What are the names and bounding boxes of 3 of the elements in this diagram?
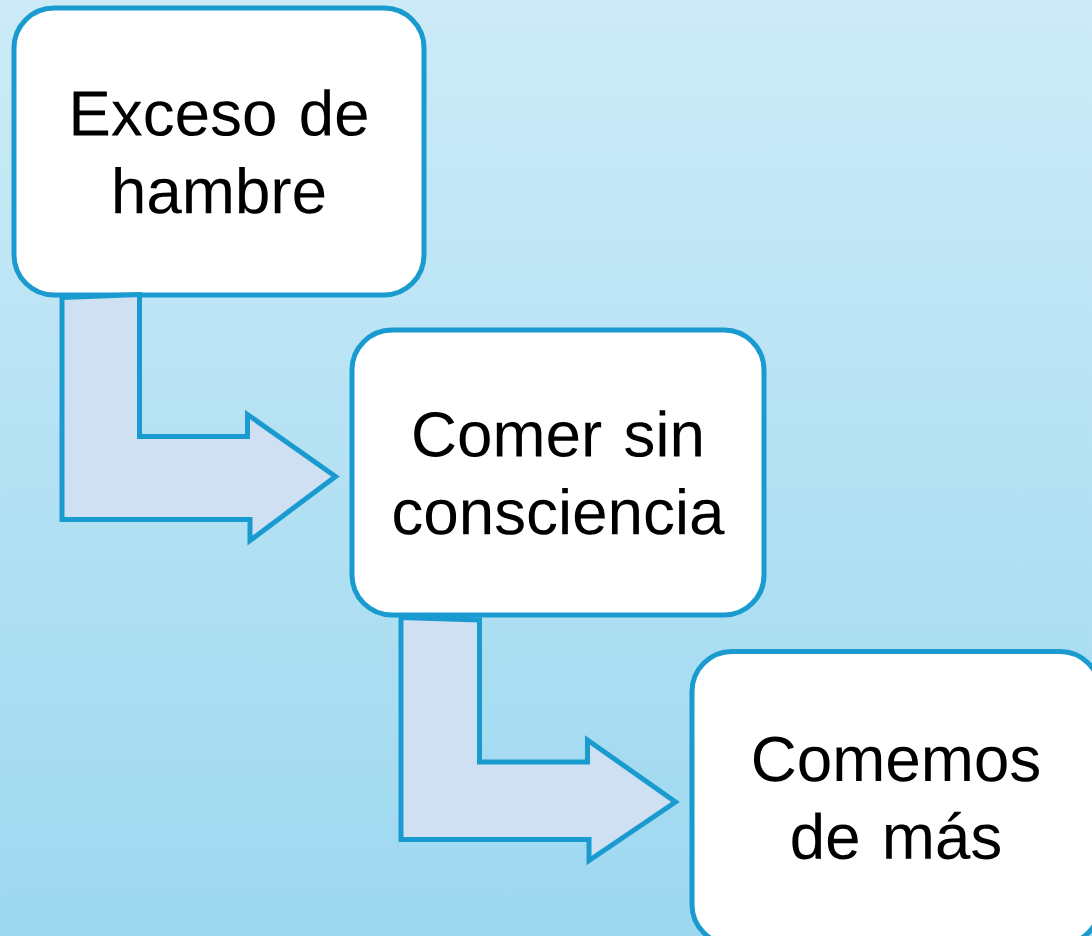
process-box: Comer sin consciencia [349,327,767,618]
process-box: Exceso de hambre [11,5,427,298]
process-box: Comemos de más [689,649,1092,936]
